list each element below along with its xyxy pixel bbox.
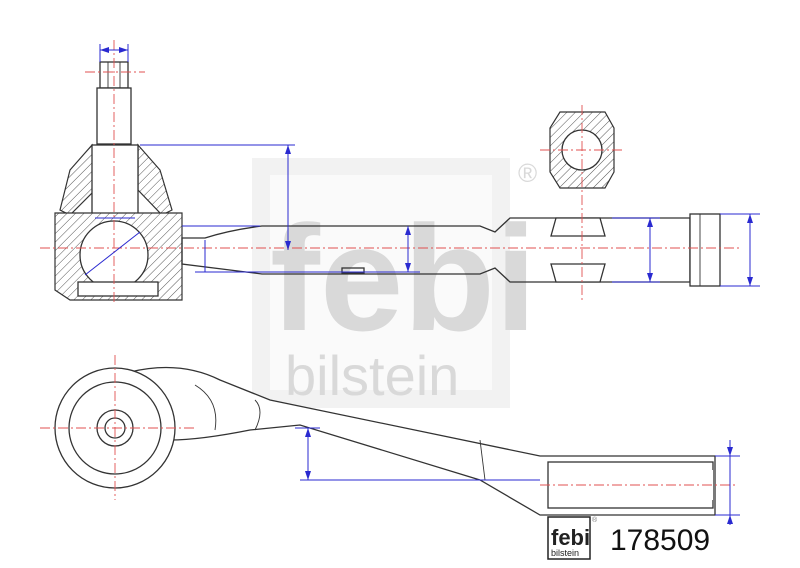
bottom-view xyxy=(40,355,735,516)
top-view xyxy=(40,40,740,305)
boot-left xyxy=(59,143,96,216)
stud-neck xyxy=(91,144,139,216)
watermark-sub: bilstein xyxy=(285,344,459,407)
logo-registered: ® xyxy=(592,516,598,524)
brand-logo: febi bilstein ® xyxy=(547,516,598,560)
top-dimensions xyxy=(84,44,760,287)
logo-brand: febi xyxy=(551,525,590,550)
rod-end-collar xyxy=(689,213,721,287)
bottom-dimensions xyxy=(295,427,740,525)
watermark-brand: febi xyxy=(270,194,537,362)
boot-right xyxy=(137,143,173,216)
rod xyxy=(181,217,691,283)
logo-sub: bilstein xyxy=(551,548,579,558)
watermark-registered: ® xyxy=(518,158,537,188)
watermark-logo: febi bilstein ® xyxy=(252,158,537,408)
part-number: 178509 xyxy=(610,524,711,557)
